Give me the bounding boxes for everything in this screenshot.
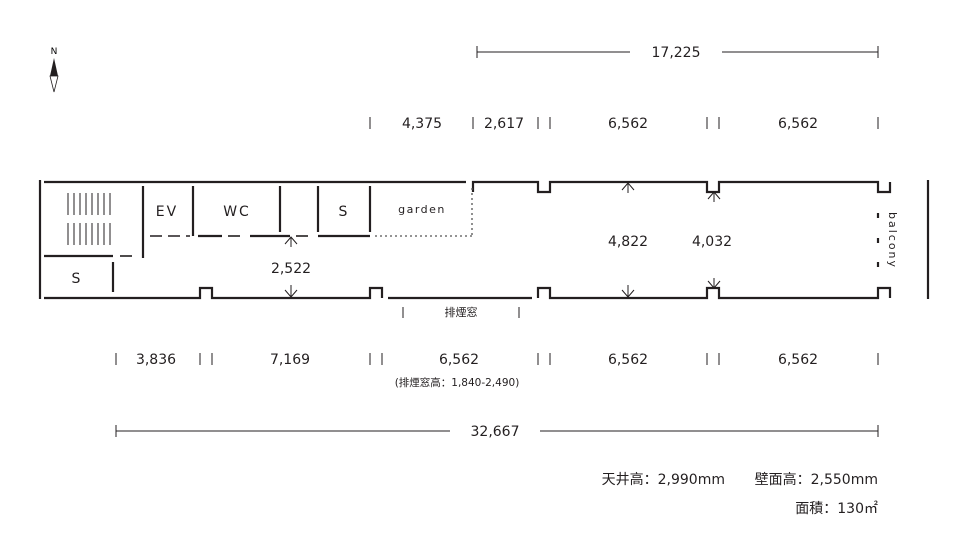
room-wc: WC: [223, 204, 251, 220]
smoke-window-height-note: (排煙窓高：1,840-2,490): [395, 376, 520, 389]
top-dim-4: 6,562: [778, 116, 818, 132]
top-total-dimension: 17,225: [476, 45, 879, 61]
stairs-icon: [67, 193, 111, 245]
height-dim-3: 4,032: [692, 234, 732, 250]
walls: [38, 180, 930, 300]
room-balcony: balcony: [886, 212, 899, 269]
bottom-dim-4: 6,562: [608, 352, 648, 368]
top-dim-3: 6,562: [608, 116, 648, 132]
height-dim-2: 4,822: [608, 234, 648, 250]
room-garden: garden: [398, 203, 446, 216]
top-total-label: 17,225: [652, 45, 701, 61]
bottom-dim-2: 7,169: [270, 352, 310, 368]
north-label: N: [51, 47, 58, 57]
room-storage-2: S: [339, 204, 350, 220]
bottom-dim-1: 3,836: [136, 352, 176, 368]
height-dim-1: 2,522: [271, 261, 311, 277]
north-arrow-icon: N: [49, 47, 59, 93]
height-arrows: [284, 182, 721, 298]
smoke-window-label: 排煙窓: [445, 305, 478, 319]
ceiling-height: 天井高：2,990mm: [602, 471, 725, 488]
top-dimension-ticks: [369, 117, 879, 129]
bottom-total-dimension: 32,667: [115, 424, 879, 440]
room-ev: EV: [156, 204, 178, 220]
bottom-dimension-ticks: [115, 353, 879, 365]
bottom-dim-5: 6,562: [778, 352, 818, 368]
wall-height: 壁面高：2,550mm: [755, 471, 878, 488]
top-dim-2: 2,617: [484, 116, 524, 132]
floor-area: 面積：130㎡: [795, 501, 878, 517]
bottom-total-label: 32,667: [471, 424, 520, 440]
room-storage-1: S: [72, 271, 83, 287]
bottom-dim-3: 6,562: [439, 352, 479, 368]
top-dim-1: 4,375: [402, 116, 442, 132]
